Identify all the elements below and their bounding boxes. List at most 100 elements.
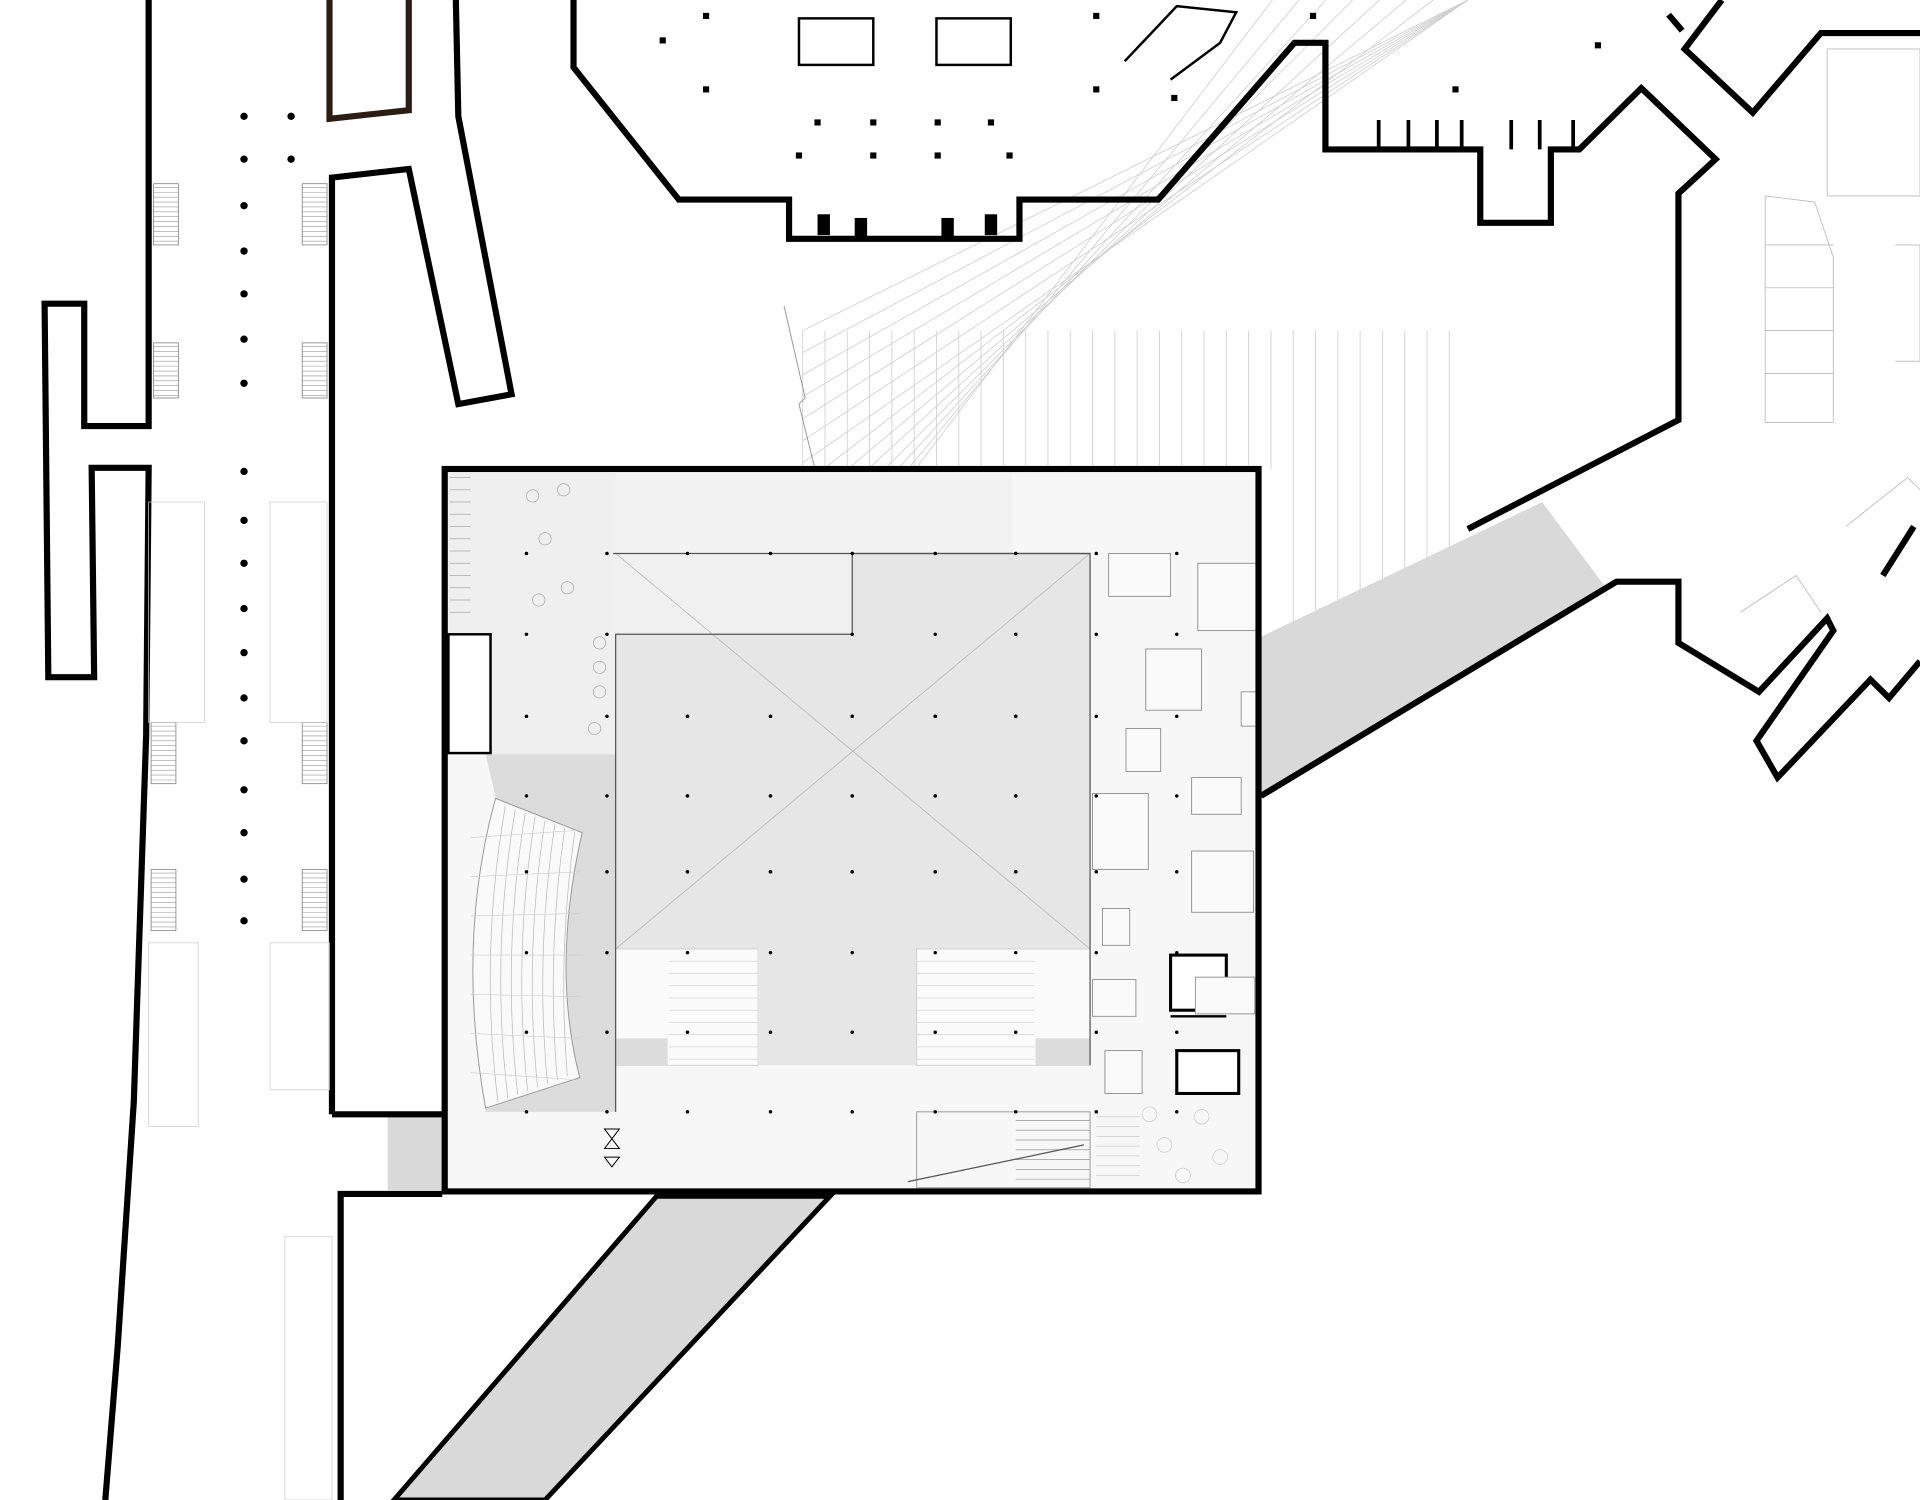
arcade-column	[240, 112, 248, 120]
column	[933, 1030, 937, 1034]
lounge-seating	[1212, 1149, 1228, 1165]
seat-row	[521, 816, 536, 1092]
seat-row	[510, 813, 526, 1095]
column	[1175, 632, 1179, 636]
grid-line	[802, 0, 1407, 508]
table-group	[592, 636, 607, 650]
arcade-bay	[148, 942, 199, 1127]
seat-aisle	[470, 829, 580, 838]
column	[524, 1110, 529, 1114]
column	[768, 950, 773, 955]
pier	[987, 119, 995, 126]
site-walls	[41, 0, 1920, 1500]
seat-aisle	[470, 1072, 580, 1081]
column	[850, 1030, 854, 1034]
column	[605, 632, 609, 636]
arcade-column	[287, 155, 295, 163]
column	[1014, 551, 1018, 556]
arcade-column	[240, 875, 248, 883]
meeting-room	[1092, 979, 1137, 1017]
grid-line	[802, 0, 1469, 442]
column	[933, 551, 937, 556]
seat-row	[531, 820, 546, 1088]
meeting-room	[1191, 777, 1242, 815]
arcade-stair	[153, 183, 179, 246]
grid-line	[802, 0, 1380, 530]
lounge-seating	[1175, 1167, 1191, 1184]
grid-line	[802, 0, 1469, 376]
seat-row	[542, 824, 556, 1084]
column	[1175, 551, 1179, 556]
buttress	[854, 217, 868, 239]
arcade-column	[240, 379, 248, 387]
arcade-stair	[301, 868, 328, 932]
column	[1094, 551, 1098, 556]
revolving-door	[603, 1128, 621, 1168]
pier	[870, 152, 877, 159]
column	[1014, 714, 1018, 719]
column	[1014, 794, 1018, 798]
column	[768, 714, 773, 719]
column	[850, 950, 854, 955]
arcade-bay	[269, 942, 330, 1091]
seat-aisle	[470, 993, 580, 998]
arcade-column	[240, 516, 248, 525]
seat-aisle	[470, 1033, 580, 1039]
canopy	[1123, 4, 1239, 81]
break-line	[783, 306, 821, 490]
column	[1175, 714, 1179, 719]
table-group	[592, 685, 607, 699]
west-entry	[387, 1116, 443, 1191]
column	[685, 794, 690, 798]
pier	[1309, 12, 1317, 19]
stage-center	[758, 948, 917, 1066]
column	[1175, 794, 1179, 798]
seat-row	[489, 805, 506, 1103]
column	[850, 632, 854, 636]
pier	[1594, 42, 1602, 49]
pier	[934, 152, 941, 159]
column	[850, 714, 854, 719]
arcade-bay	[148, 501, 205, 723]
seat-row	[563, 831, 576, 1077]
arcade-column	[240, 467, 248, 476]
column	[768, 551, 773, 556]
meeting-room	[1125, 728, 1162, 772]
column	[933, 714, 937, 719]
column	[1014, 870, 1018, 874]
buttress	[941, 217, 954, 239]
table-group	[588, 722, 602, 736]
grid-line	[802, 0, 1469, 331]
column	[605, 714, 609, 719]
pier	[1006, 152, 1013, 159]
seat-aisle	[470, 913, 580, 917]
seat-row	[500, 809, 516, 1099]
column	[524, 632, 529, 636]
table-group	[538, 532, 552, 546]
arcade-column	[240, 559, 248, 567]
meeting-room	[1197, 562, 1258, 632]
arcade-column	[240, 694, 248, 702]
buttress	[984, 214, 998, 236]
seat-aisle	[470, 871, 580, 878]
meeting-room	[1092, 793, 1149, 870]
pier	[1093, 12, 1100, 19]
column	[850, 794, 854, 798]
column	[1175, 950, 1179, 955]
column	[1094, 794, 1098, 798]
column	[933, 794, 937, 798]
column	[524, 1030, 529, 1034]
seat-row	[552, 827, 566, 1081]
arcade-stair	[301, 183, 328, 246]
grid-line	[802, 0, 1469, 464]
arcade-bay	[269, 501, 328, 723]
column	[605, 1030, 609, 1034]
arcade-column	[240, 604, 248, 613]
column	[524, 794, 529, 798]
table-group	[532, 593, 546, 607]
table-group	[592, 660, 607, 674]
column	[524, 870, 529, 874]
grid-line	[802, 0, 1353, 552]
core-east-2	[1175, 1049, 1241, 1095]
column	[850, 551, 854, 556]
